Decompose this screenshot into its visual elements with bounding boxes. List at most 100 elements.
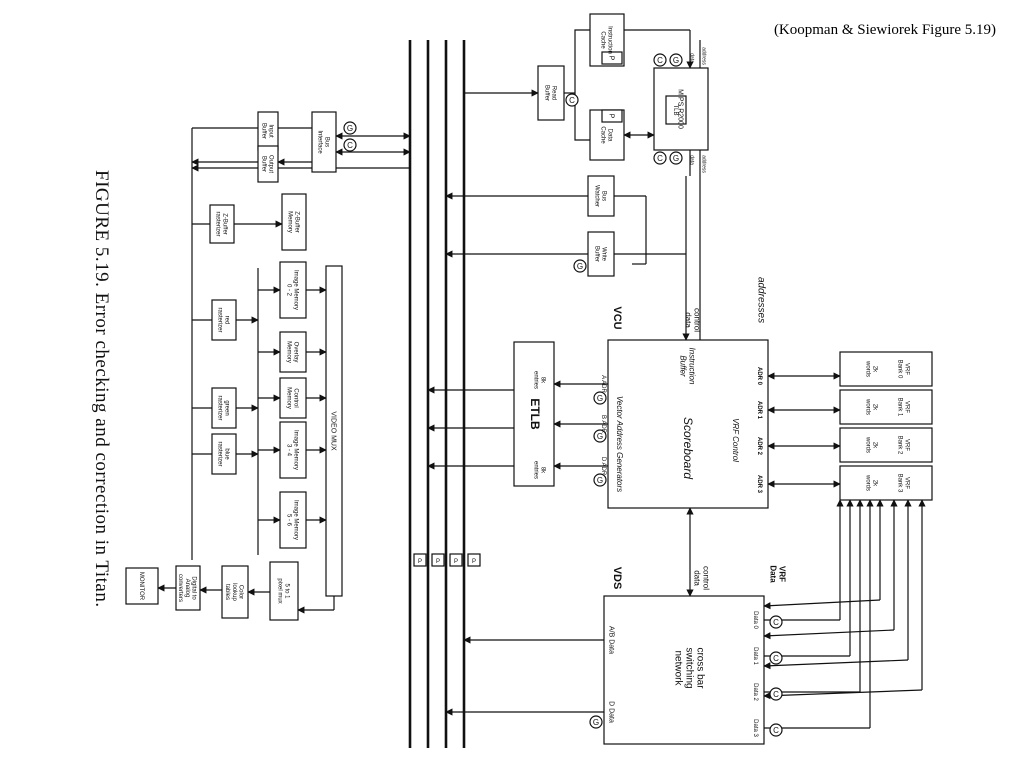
blue-rasterizer-box-label: bluerasterizer: [217, 441, 230, 466]
output-buffer-box-label: OutputBuffer: [261, 155, 274, 173]
vrf-bank-1-box: [839, 389, 933, 425]
vrf-bank-0-words: 2kwords: [865, 360, 878, 377]
adr-0-label: ADR 0: [756, 367, 762, 386]
pixel-mux-box-label: 5 to 1pixel mux: [277, 578, 290, 603]
vector-address-generators-label: Vector Address Generators: [615, 396, 624, 492]
connector-line: [763, 659, 909, 670]
bus-parity-0-box: [413, 553, 427, 567]
bus-interface-g-marker: [343, 121, 357, 135]
bus-parity-0-label: P: [418, 559, 422, 565]
image-memory-0-2-box-label: Image Memory0 - 2: [286, 270, 299, 310]
vrf-data-label: VRFData: [769, 565, 787, 583]
vrf-bank-0-name: VRFBank 0: [897, 360, 910, 379]
monitor-box: [125, 567, 159, 605]
etlb-label: ETLB: [528, 398, 542, 430]
control-data-top-label: controldata: [684, 308, 702, 332]
monitor-box-label: MONITOR: [138, 572, 144, 601]
d-data-g-marker-label: G: [593, 718, 599, 727]
read-buffer-c-marker-label: C: [569, 96, 575, 105]
data-port-3-c-marker-label: C: [773, 726, 779, 735]
adr-1-label: ADR 1: [756, 401, 762, 420]
mips-r2000-box-label: MIPS R2000: [677, 89, 684, 129]
vds-label: VDS: [611, 567, 623, 590]
figure-citation: (Koopman & Siewiorek Figure 5.19): [773, 22, 996, 38]
mips-g-marker-top-label: G: [673, 56, 679, 65]
vrf-bank-3-name: VRFBank 3: [897, 474, 910, 493]
control-data-bottom-label: controldata: [693, 566, 711, 590]
image-memory-5-6-box: [279, 491, 307, 549]
tlb-box: [665, 95, 687, 125]
vrf-bank-1-words: 2kwords: [865, 398, 878, 415]
vrf-bank-2-words: 2kwords: [865, 436, 878, 453]
color-lookup-box-label: Colorlookuptables: [224, 583, 243, 601]
vrf-bank-3-box: [839, 465, 933, 501]
adr-3-label: ADR 3: [756, 475, 762, 494]
data-port-3-c-marker: [769, 723, 783, 737]
z-rasterizer-box-label: Z-Bufferrasterizer: [215, 211, 228, 236]
vrf-bank-3-words: 2kwords: [865, 474, 878, 491]
etlb-entries-a-label: 8kentries: [533, 371, 546, 389]
z-rasterizer-box: [209, 204, 235, 244]
write-buffer-g-marker-label: G: [577, 262, 583, 271]
mips-c-marker-bottom: [653, 151, 667, 165]
data-port-0-c-marker: [769, 615, 783, 629]
output-buffer-box: [257, 145, 279, 183]
bus-parity-2-box: [449, 553, 463, 567]
crossbar-label: cross barswitchingnetwork: [672, 647, 705, 689]
bus-interface-c-marker: [343, 138, 357, 152]
bus-parity-2-label: P: [454, 559, 458, 565]
instruction-buffer-label: InstructionBuffer: [679, 348, 697, 385]
data-cache-p-label: P: [608, 114, 615, 119]
data-cache-box-label: DataCache: [600, 126, 613, 144]
tlb-label: TLB: [672, 104, 678, 115]
data-port-1-c-marker-label: C: [773, 654, 779, 663]
data-port-2-label: Data 2: [752, 683, 758, 701]
address-top-label: address: [700, 47, 706, 65]
z-memory-box: [281, 193, 307, 251]
image-memory-0-2-box: [279, 261, 307, 319]
ab-data-label: A/B Data: [608, 626, 615, 654]
connector-line: [763, 599, 881, 610]
write-buffer-box-label: WriteBuffer: [594, 246, 607, 262]
read-buffer-box-label: ReadBuffer: [544, 85, 557, 101]
addresses-label: addresses: [756, 277, 767, 323]
connector-line: [763, 629, 895, 640]
dac-box: [175, 565, 201, 611]
adr-2-label: ADR 2: [756, 437, 762, 456]
data-top-label: data: [688, 53, 694, 63]
green-rasterizer-box: [211, 387, 237, 429]
data-bottom-label: data: [688, 155, 694, 165]
bus-parity-1-box: [431, 553, 445, 567]
bus-watcher-box: [587, 175, 615, 217]
bus-watcher-box-label: BusWatcher: [594, 185, 607, 207]
dac-box-label: Digital toAnalogconverters: [177, 574, 196, 602]
vrf-bank-1-name: VRFBank 1: [897, 398, 910, 417]
z-memory-box-label: Z-BufferMemory: [287, 211, 300, 233]
color-lookup-box: [221, 565, 249, 619]
bus-interface-box: [311, 111, 337, 173]
red-rasterizer-box-label: redrasterizer: [217, 307, 230, 332]
control-memory-box-label: ControlMemory: [286, 387, 299, 409]
instruction-cache-p-box: [601, 51, 623, 65]
mips-g-marker-bottom: [669, 151, 683, 165]
a-adr-label: A ADR: [600, 375, 606, 393]
green-rasterizer-box-label: greenrasterizer: [217, 395, 230, 420]
bus-interface-c-marker-label: C: [347, 141, 353, 150]
image-memory-3-4-box: [279, 421, 307, 479]
data-port-3-label: Data 3: [752, 719, 758, 737]
d-adr-label: D ADR: [600, 457, 606, 476]
cache-refill-bus: [574, 29, 590, 141]
overlay-memory-box-label: OverlayMemory: [286, 341, 299, 363]
d-data-g-marker: [589, 715, 603, 729]
write-buffer-box: [587, 231, 615, 277]
blue-rasterizer-box: [211, 433, 237, 475]
vag-g-marker-a-label: G: [597, 394, 603, 403]
bus-parity-3-label: P: [472, 559, 476, 565]
vag-g-marker-d: [593, 473, 607, 487]
mips-c-marker-top-label: C: [657, 56, 663, 65]
vcu-box: [607, 339, 769, 509]
data-port-0-c-marker-label: C: [773, 618, 779, 627]
vag-g-marker-a: [593, 391, 607, 405]
